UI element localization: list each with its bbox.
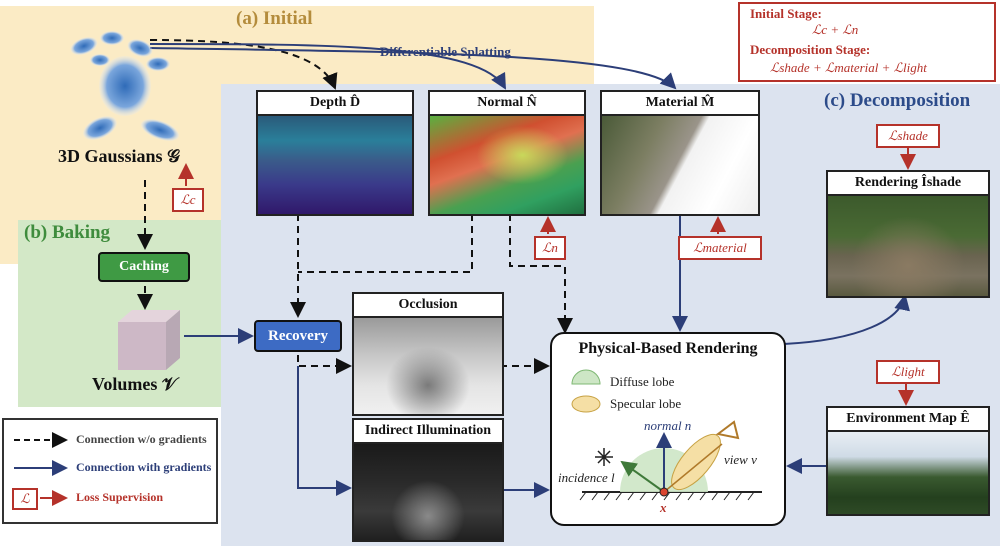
gaussians-icon (70, 31, 180, 141)
indirect-title: Indirect Illumination (354, 420, 502, 444)
loss-c-box: ℒc (172, 188, 204, 212)
pbr-title: Physical-Based Rendering (578, 340, 758, 357)
legend: ℒ Connection w/o gradients Connection wi… (2, 418, 218, 524)
normal-panel: Normal N̂ (428, 90, 586, 216)
rendering-title: Rendering Îshade (828, 172, 988, 196)
volumes-label: Volumes 𝒱 (92, 374, 177, 394)
normal-label: normal n (644, 418, 692, 433)
rendering-image (828, 196, 988, 296)
pbr-box: Physical-Based Rendering D (550, 332, 786, 526)
material-title: Material M̂ (602, 92, 758, 116)
splatting-label: Differentiable Splatting (380, 44, 511, 59)
pbr-diagram (571, 369, 762, 501)
material-image (602, 116, 758, 214)
legend-loss-label: Loss Supervision (76, 490, 164, 504)
legend-dashed-label: Connection w/o gradients (76, 432, 207, 446)
view-label: view v (724, 452, 757, 467)
loss-n-box: ℒn (534, 236, 566, 260)
initial-title: (a) Initial (236, 8, 313, 29)
stage-loss-box: Initial Stage: ℒc + ℒn Decomposition Sta… (738, 2, 996, 82)
specular-label: Specular lobe (610, 396, 682, 411)
envmap-title: Environment Map Ê (828, 408, 988, 432)
x-label: x (660, 500, 667, 515)
occlusion-title: Occlusion (354, 294, 502, 318)
diffuse-label: Diffuse lobe (610, 374, 675, 389)
decomposition-title: (c) Decomposition (824, 90, 971, 111)
initial-stage-formula: ℒc + ℒn (812, 22, 859, 37)
normal-title: Normal N̂ (430, 92, 584, 116)
volume-cube-icon (118, 310, 180, 370)
occlusion-panel: Occlusion (352, 292, 504, 416)
depth-image (258, 116, 412, 214)
envmap-panel: Environment Map Ê (826, 406, 990, 516)
initial-stage-label: Initial Stage: (750, 6, 822, 21)
envmap-image (828, 432, 988, 514)
indirect-image (354, 444, 502, 540)
baking-title: (b) Baking (24, 222, 111, 243)
legend-solid-label: Connection with gradients (76, 460, 212, 474)
indirect-panel: Indirect Illumination (352, 418, 504, 542)
baking-region (18, 220, 221, 407)
occlusion-image (354, 318, 502, 414)
legend-symbols (14, 432, 68, 506)
legend-loss-symbol: ℒ (12, 488, 38, 510)
loss-shade-box: ℒshade (876, 124, 940, 148)
depth-title: Depth D̂ (258, 92, 412, 116)
loss-material-box: ℒmaterial (678, 236, 762, 260)
incidence-label: incidence l (558, 470, 615, 485)
decomp-stage-formula: ℒshade + ℒmaterial + ℒlight (770, 60, 927, 75)
loss-light-box: ℒlight (876, 360, 940, 384)
normal-image (430, 116, 584, 214)
caching-node: Caching (98, 252, 190, 282)
decomp-stage-label: Decomposition Stage: (750, 42, 871, 57)
depth-panel: Depth D̂ (256, 90, 414, 216)
rendering-panel: Rendering Îshade (826, 170, 990, 298)
recovery-node: Recovery (254, 320, 342, 352)
material-panel: Material M̂ (600, 90, 760, 216)
gaussians-label: 3D Gaussians 𝒢 (58, 146, 180, 166)
